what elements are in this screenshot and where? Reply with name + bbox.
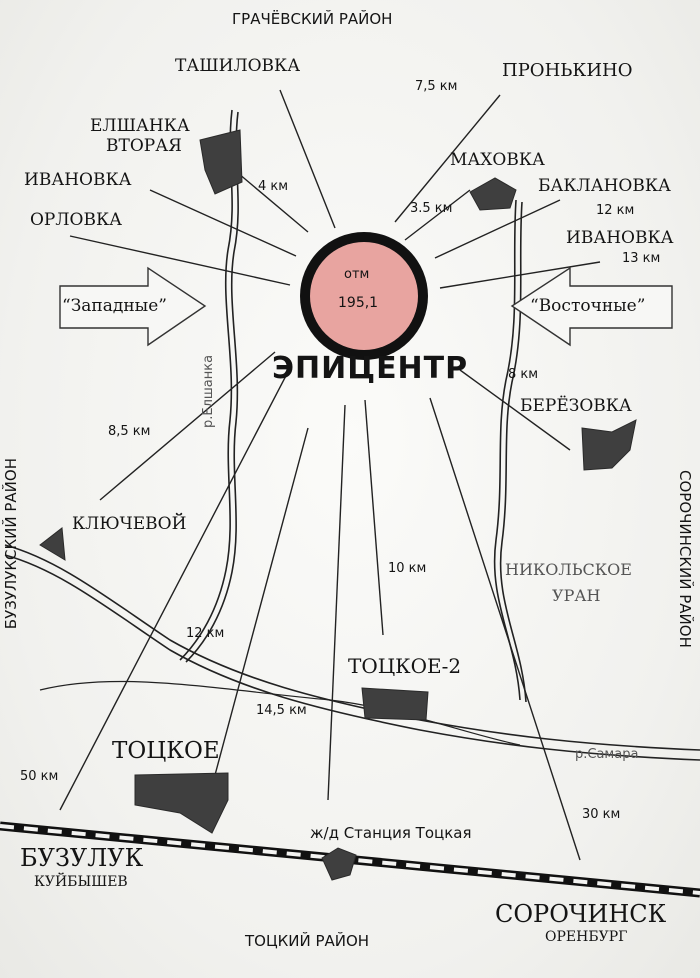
distance-klyuchevoy: 8,5 км	[108, 424, 151, 439]
label-river-samara: р.Самара	[575, 747, 639, 762]
distance-sorochinsk: 30 км	[582, 807, 621, 822]
distance-pronkino: 7,5 км	[415, 79, 458, 94]
epicenter-mark-line1: отм	[344, 267, 370, 282]
arrow-east-shape	[510, 266, 673, 347]
arrow-east-label: “Восточные”	[530, 296, 646, 316]
river-elshanka	[179, 109, 233, 661]
label-buzuluk-sub: КУЙБЫШЕВ	[34, 874, 128, 890]
label-nikolskoe-line1: НИКОЛЬСКОЕ	[505, 560, 632, 579]
label-totskoe: ТОЦКОЕ	[112, 738, 220, 764]
label-tashilovka: ТАШИЛОВКА	[175, 56, 301, 76]
label-river-elshanka: р.Елшанка	[201, 354, 216, 428]
settlement-klyuchevoy-area	[39, 527, 66, 561]
settlement-elshanka2-area	[199, 129, 243, 195]
distance-elshanka2: 4 км	[258, 179, 289, 194]
label-ivanovka-east: ИВАНОВКА	[566, 228, 674, 248]
station-marker	[321, 847, 357, 881]
label-nikolskoe-line2: УРАН	[552, 586, 601, 605]
settlement-beryozovka-area	[581, 419, 637, 471]
label-elshanka2-line1: ЕЛШАНКА	[90, 116, 190, 136]
distance-totskoe2: 10 км	[388, 561, 427, 576]
distance-totskoe: 14,5 км	[256, 703, 307, 718]
label-pronkino: ПРОНЬКИНО	[502, 60, 633, 81]
label-elshanka2-line2: ВТОРАЯ	[106, 136, 182, 156]
label-orlovka: ОРЛОВКА	[30, 210, 123, 230]
distance-buzuluk: 50 км	[20, 769, 59, 784]
distance-beryozovka: 8 км	[508, 367, 539, 382]
settlement-makhovka-area	[469, 177, 517, 211]
label-ivanovka-west: ИВАНОВКА	[24, 170, 132, 190]
district-south: ТОЦКИЙ РАЙОН	[245, 932, 370, 950]
district-west: БУЗУЛУКСКИЙ РАЙОН	[2, 458, 20, 630]
arrow-west-shape	[59, 266, 207, 347]
label-buzuluk: БУЗУЛУК	[20, 844, 144, 872]
label-station: ж/д Станция Тоцкая	[310, 824, 472, 842]
label-baklanovka: БАКЛАНОВКА	[538, 176, 671, 196]
settlement-totskoe2-area	[361, 687, 429, 721]
epicenter-mark-line2: 195,1	[338, 295, 379, 311]
label-klyuchevoy: КЛЮЧЕВОЙ	[72, 514, 187, 534]
distance-baklanovka: 12 км	[596, 203, 635, 218]
distance-totskoe-road: 12 км	[186, 626, 225, 641]
label-makhovka: МАХОВКА	[450, 150, 545, 170]
epicenter-mark	[300, 232, 428, 360]
river-samara	[4, 544, 700, 751]
label-beryozovka: БЕРЁЗОВКА	[520, 396, 632, 416]
settlement-totskoe-area	[134, 772, 229, 834]
distance-makhovka: 3.5 км	[410, 201, 453, 216]
arrow-west-label: “Западные”	[62, 296, 167, 316]
epicenter-label: ЭПИЦЕНТР	[272, 351, 469, 386]
label-sorochinsk: СОРОЧИНСК	[495, 900, 667, 928]
district-north: ГРАЧЁВСКИЙ РАЙОН	[232, 10, 393, 28]
label-totskoe2: ТОЦКОЕ-2	[348, 654, 462, 678]
district-east: СОРОЧИНСКИЙ РАЙОН	[676, 470, 694, 648]
label-sorochinsk-sub: ОРЕНБУРГ	[545, 929, 628, 945]
river-east	[493, 199, 521, 701]
distance-ivanovka-east: 13 км	[622, 251, 661, 266]
